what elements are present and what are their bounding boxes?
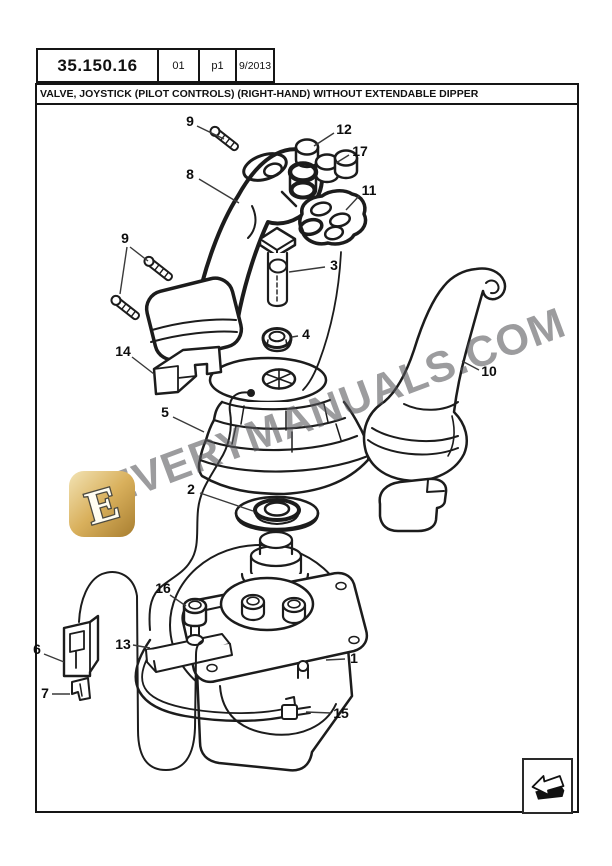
date: 9/2013 xyxy=(238,59,272,72)
page-number: p1 xyxy=(211,59,224,72)
section-code: 35.150.16 xyxy=(57,55,138,75)
page-title-bar: VALVE, JOYSTICK (PILOT CONTROLS) (RIGHT-… xyxy=(35,83,579,105)
diagram-frame xyxy=(35,103,579,813)
page-back-button[interactable] xyxy=(522,758,573,814)
header-table: 35.150.16 01 p1 9/2013 xyxy=(36,48,275,83)
page-title: VALVE, JOYSTICK (PILOT CONTROLS) (RIGHT-… xyxy=(40,88,479,100)
page-back-arrow-icon xyxy=(531,775,564,800)
page-number-cell: p1 xyxy=(198,48,237,83)
revision-cell: 01 xyxy=(157,48,200,83)
date-cell: 9/2013 xyxy=(235,48,275,83)
revision: 01 xyxy=(172,59,185,72)
section-code-cell: 35.150.16 xyxy=(36,48,159,83)
